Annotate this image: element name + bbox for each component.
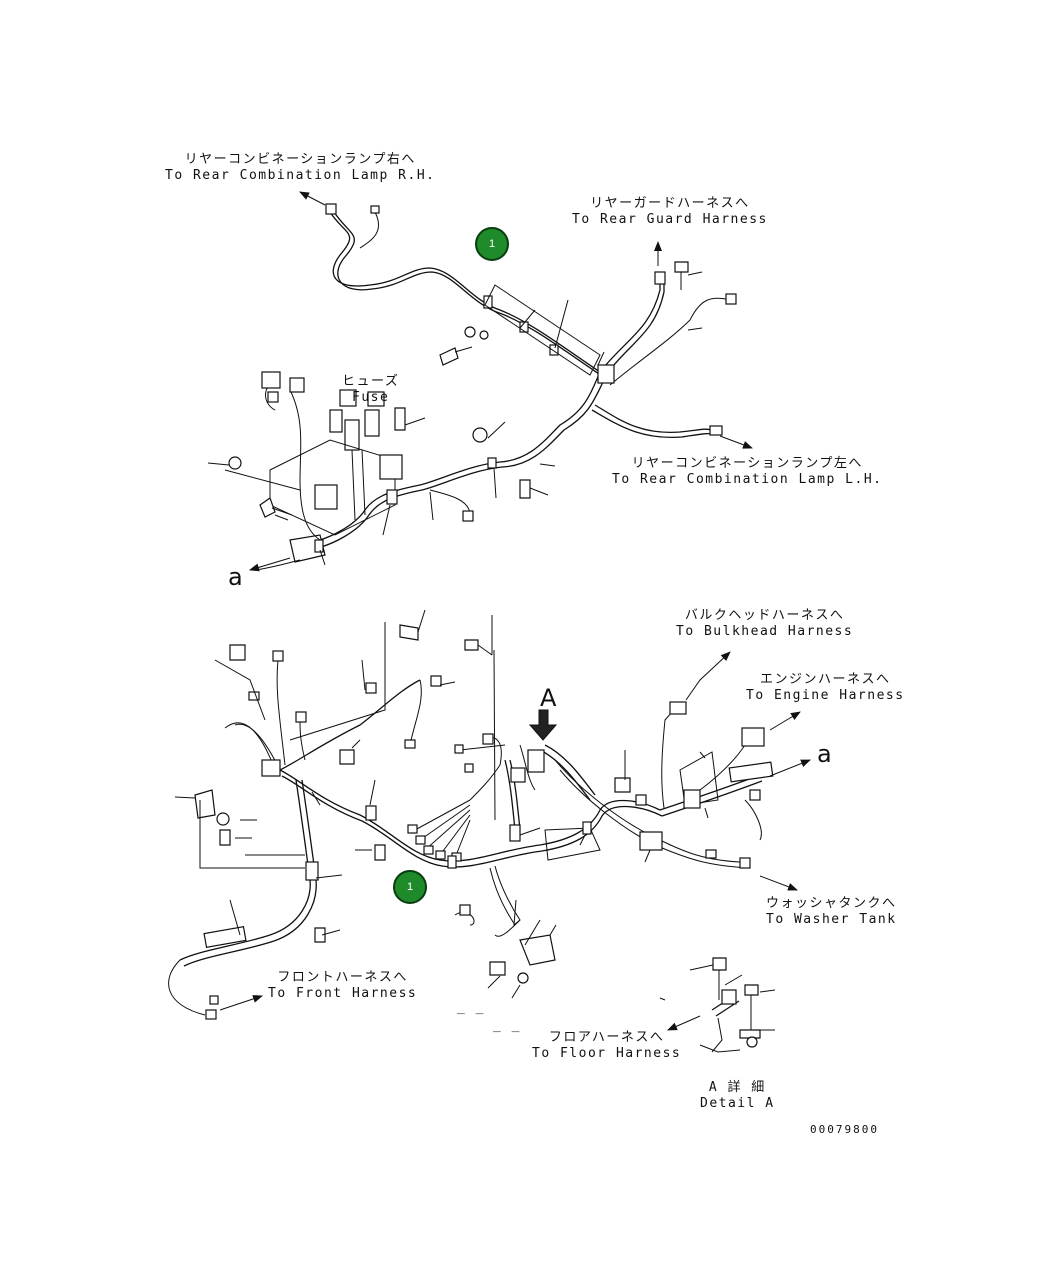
callout-engine-en: To Engine Harness	[746, 688, 905, 703]
callout-front: フロントハーネスへ To Front Harness	[268, 970, 417, 1002]
callout-rear-guard: リヤーガードハーネスへ To Rear Guard Harness	[572, 196, 768, 228]
callout-washer-tank: ウォッシャタンクへ To Washer Tank	[766, 896, 897, 928]
callout-floor-jp: フロアハーネスへ	[548, 1030, 665, 1045]
upper-harness	[207, 191, 753, 572]
dash-mark-right: _ _	[493, 1018, 521, 1033]
part-reference-1-upper[interactable]: 1	[475, 227, 509, 261]
callout-rear-combination-lh-en: To Rear Combination Lamp L.H.	[612, 472, 883, 487]
drawing-number: 00079800	[810, 1123, 879, 1136]
callout-rear-combination-lh-jp: リヤーコンビネーションランプ左へ	[631, 456, 863, 471]
callout-front-jp: フロントハーネスへ	[277, 970, 408, 985]
callout-fuse: ヒューズ Fuse	[342, 374, 399, 406]
part-reference-1-lower[interactable]: 1	[393, 870, 427, 904]
callout-floor: フロアハーネスへ To Floor Harness	[532, 1030, 681, 1062]
callout-floor-en: To Floor Harness	[532, 1046, 682, 1061]
callout-detail-a-en: Detail A	[700, 1096, 775, 1111]
callout-rear-combination-rh-jp: リヤーコンビネーションランプ右へ	[184, 152, 416, 167]
joint-marker-a-lower: a	[817, 740, 832, 768]
callout-rear-combination-rh-en: To Rear Combination Lamp R.H.	[165, 168, 436, 183]
callout-rear-guard-jp: リヤーガードハーネスへ	[590, 196, 750, 211]
callout-bulkhead-en: To Bulkhead Harness	[676, 624, 854, 639]
callout-washer-tank-jp: ウォッシャタンクへ	[766, 896, 897, 911]
callout-rear-combination-lh: リヤーコンビネーションランプ左へ To Rear Combination Lam…	[612, 456, 882, 488]
callout-engine: エンジンハーネスへ To Engine Harness	[746, 672, 905, 704]
joint-marker-a-upper: a	[228, 563, 243, 591]
lower-harness	[168, 609, 811, 1031]
dash-mark-left: _ _	[457, 1000, 485, 1015]
callout-fuse-jp: ヒューズ	[342, 374, 400, 389]
callout-engine-jp: エンジンハーネスへ	[760, 672, 891, 687]
callout-bulkhead-jp: バルクヘッドハーネスへ	[684, 608, 845, 623]
callout-rear-combination-rh: リヤーコンビネーションランプ右へ To Rear Combination Lam…	[165, 152, 435, 184]
callout-detail-a-jp: A 詳 細	[708, 1080, 766, 1095]
callout-front-en: To Front Harness	[268, 986, 418, 1001]
callout-bulkhead: バルクヘッドハーネスへ To Bulkhead Harness	[676, 608, 853, 640]
callout-rear-guard-en: To Rear Guard Harness	[572, 212, 768, 227]
callout-washer-tank-en: To Washer Tank	[766, 912, 897, 927]
view-marker-a: A	[540, 684, 557, 712]
multi-connector	[407, 799, 471, 862]
callout-fuse-en: Fuse	[352, 390, 390, 405]
callout-detail-a: A 詳 細 Detail A	[700, 1080, 775, 1112]
detail-a	[659, 957, 776, 1053]
